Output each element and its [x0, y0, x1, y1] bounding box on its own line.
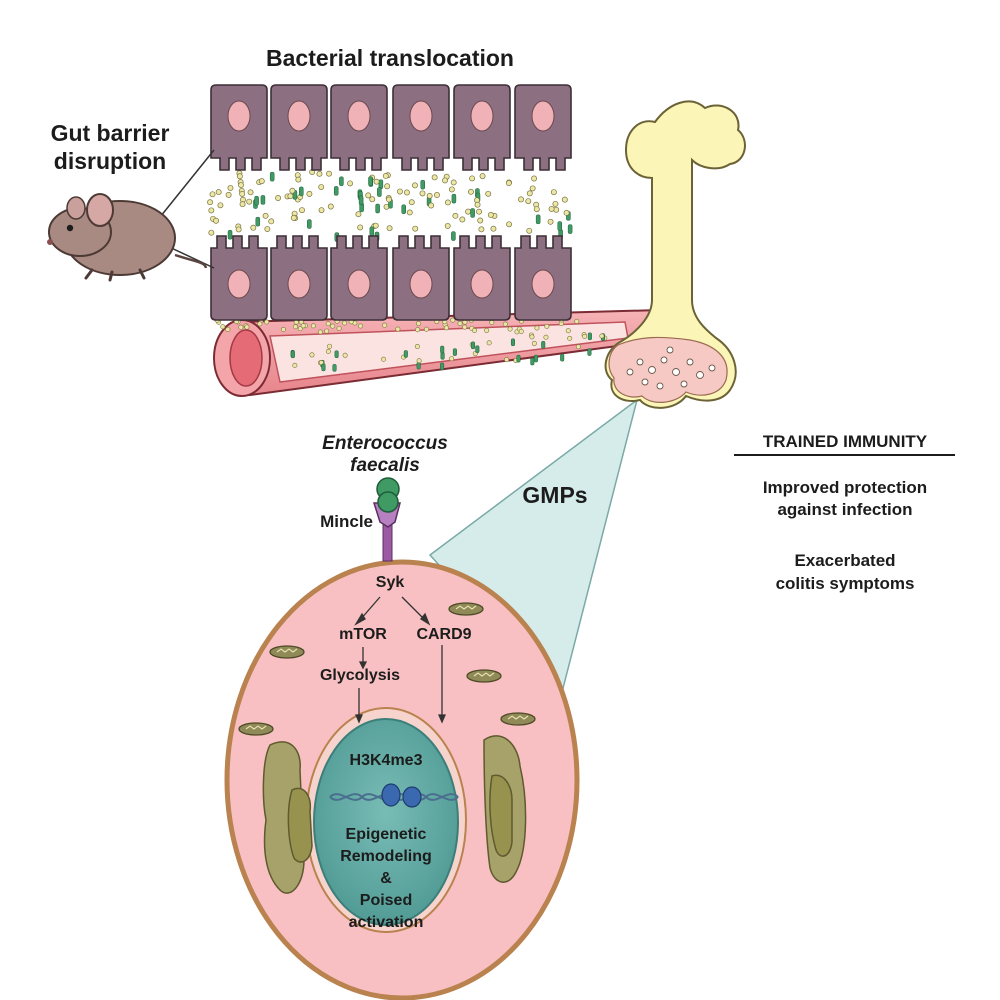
mitochondrion — [269, 645, 305, 659]
mitochondrion — [238, 722, 274, 736]
epithelium-lower — [210, 235, 572, 321]
bone — [604, 100, 746, 409]
epithelial-cell — [392, 84, 450, 171]
gut-barrier-label-line1: Gut barrier — [50, 120, 170, 146]
gmps-label: GMPs — [522, 482, 588, 508]
mouse-illustration — [47, 193, 208, 282]
card9-label: CARD9 — [416, 626, 472, 643]
epithelial-cell — [392, 235, 450, 321]
pathogen-label-line1: Enterococcus — [322, 433, 448, 454]
mincle-label: Mincle — [320, 512, 373, 531]
outcome-1-line1: Improved protection — [762, 478, 928, 497]
blood-vessel — [213, 308, 664, 397]
outcome-2-line1: Exacerbated — [794, 551, 896, 570]
h3k4me3-label: H3K4me3 — [349, 752, 423, 769]
epithelial-cell — [330, 235, 388, 321]
nucleus-text-line3: & — [380, 870, 392, 887]
epithelial-cell — [514, 84, 572, 171]
epithelial-cell — [514, 235, 572, 321]
bacterial-translocation-label: Bacterial translocation — [266, 45, 514, 71]
mitochondrion — [448, 602, 484, 616]
outcome-1-line2: against infection — [777, 500, 913, 519]
epithelial-cell — [270, 84, 328, 171]
bacteria-layer — [207, 169, 608, 372]
mitochondrion — [466, 669, 502, 683]
epithelial-cell — [210, 235, 268, 321]
epithelial-cell — [453, 235, 511, 321]
epithelial-cell — [330, 84, 388, 171]
epithelium-upper — [210, 84, 572, 171]
glycolysis-label: Glycolysis — [319, 667, 401, 684]
outcome-2-line2: colitis symptoms — [775, 574, 915, 593]
epithelial-cell — [453, 84, 511, 171]
dna-histone-icon — [329, 783, 459, 808]
pathogen-label-line2: faecalis — [350, 455, 420, 476]
mtor-label: mTOR — [339, 626, 387, 643]
mitochondria — [238, 602, 536, 736]
epithelial-cell — [210, 84, 268, 171]
mitochondrion — [500, 712, 536, 726]
nucleus-text-line2: Remodeling — [340, 848, 432, 865]
gut-barrier-label-line2: disruption — [53, 148, 167, 174]
enterococcus-bacterium — [376, 477, 400, 513]
trained-immunity-heading: TRAINED IMMUNITY — [762, 432, 928, 451]
endoplasmic-reticulum — [262, 735, 527, 894]
signaling-arrows — [354, 596, 446, 724]
nucleus-text-line5: activation — [348, 914, 424, 931]
syk-label: Syk — [375, 574, 405, 591]
nucleus-text-line1: Epigenetic — [345, 826, 427, 843]
epithelial-cell — [270, 235, 328, 321]
nucleus-text-line4: Poised — [359, 892, 413, 909]
